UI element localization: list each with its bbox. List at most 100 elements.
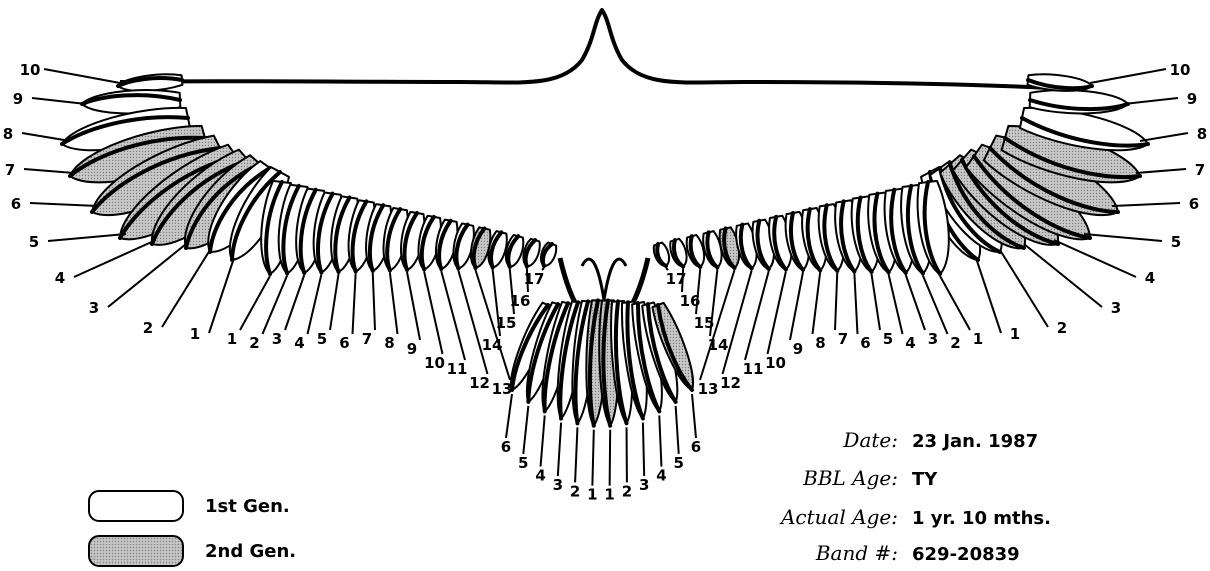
label-rectrix-left-3: 3 xyxy=(553,476,563,494)
label-secondary-left-14: 14 xyxy=(482,336,503,354)
leader-primary-right-1 xyxy=(976,258,1001,333)
leader-primary-left-4 xyxy=(74,240,156,277)
info-bbl-age: BBL Age: TY xyxy=(700,466,1200,494)
leader-primary-right-9 xyxy=(1124,98,1178,104)
label-secondary-left-1: 1 xyxy=(227,330,237,348)
leader-primary-right-8 xyxy=(1140,133,1188,141)
leader-secondary-right-5 xyxy=(872,274,881,330)
leader-secondary-left-4 xyxy=(308,275,322,335)
label-secondary-right-2: 2 xyxy=(950,334,960,352)
leader-secondary-right-9 xyxy=(790,272,803,340)
leader-secondary-left-9 xyxy=(407,272,420,340)
label-primary-right-5: 5 xyxy=(1171,233,1181,251)
leader-primary-left-8 xyxy=(22,133,70,141)
leader-secondary-left-5 xyxy=(330,274,339,330)
info-actual-age: Actual Age: 1 yr. 10 mths. xyxy=(700,505,1200,533)
actual-age-label: Actual Age: xyxy=(781,505,898,529)
leader-rectrix-left-4 xyxy=(541,415,545,466)
label-rectrix-left-5: 5 xyxy=(518,454,528,472)
label-rectrix-left-2: 2 xyxy=(570,482,580,500)
label-secondary-right-10: 10 xyxy=(765,354,786,372)
legend-swatch-1st-gen xyxy=(88,490,184,522)
leader-primary-left-5 xyxy=(48,234,126,241)
leader-rectrix-left-6 xyxy=(506,394,512,438)
leader-rectrix-left-2 xyxy=(575,427,577,482)
leader-secondary-left-7 xyxy=(373,273,375,330)
label-secondary-left-17: 17 xyxy=(524,270,545,288)
leader-primary-right-7 xyxy=(1136,169,1186,173)
leader-primary-left-7 xyxy=(24,169,74,173)
leader-secondary-left-12 xyxy=(458,271,487,375)
label-secondary-left-8: 8 xyxy=(384,334,394,352)
label-secondary-left-9: 9 xyxy=(407,340,417,358)
label-primary-right-10: 10 xyxy=(1170,61,1191,79)
label-primary-left-3: 3 xyxy=(89,299,99,317)
label-primary-left-9: 9 xyxy=(13,90,23,108)
label-primary-left-8: 8 xyxy=(3,125,13,143)
info-band-number: Band #: 629-20839 xyxy=(700,541,1200,569)
leader-primary-right-10 xyxy=(1090,69,1166,83)
leader-rectrix-right-1 xyxy=(610,430,611,486)
label-rectrix-left-4: 4 xyxy=(535,467,545,485)
label-rectrix-right-1: 1 xyxy=(604,486,614,504)
label-secondary-right-4: 4 xyxy=(905,334,915,352)
label-primary-right-2: 2 xyxy=(1057,319,1067,337)
legend-label-1st-gen: 1st Gen. xyxy=(205,496,290,517)
label-primary-left-6: 6 xyxy=(11,195,21,213)
leader-secondary-left-3 xyxy=(285,275,304,330)
leader-secondary-right-12 xyxy=(723,271,752,375)
label-secondary-right-13: 13 xyxy=(698,380,719,398)
leader-secondary-right-4 xyxy=(889,275,903,335)
label-secondary-left-13: 13 xyxy=(492,380,513,398)
label-secondary-left-6: 6 xyxy=(339,334,349,352)
label-secondary-left-4: 4 xyxy=(294,334,304,352)
label-primary-right-6: 6 xyxy=(1189,195,1199,213)
label-primary-right-4: 4 xyxy=(1145,269,1155,287)
label-secondary-left-7: 7 xyxy=(362,330,372,348)
label-secondary-left-12: 12 xyxy=(469,374,490,392)
label-secondary-left-16: 16 xyxy=(510,292,531,310)
label-primary-right-8: 8 xyxy=(1197,125,1207,143)
label-secondary-right-1: 1 xyxy=(973,330,983,348)
label-primary-left-1: 1 xyxy=(190,325,200,343)
left-wing xyxy=(62,74,556,274)
tail xyxy=(511,300,693,425)
leader-rectrix-right-4 xyxy=(659,415,661,466)
leader-rectrix-left-5 xyxy=(523,406,528,454)
leader-rectrix-right-5 xyxy=(676,406,679,454)
leader-secondary-right-7 xyxy=(835,273,837,330)
date-value: 23 Jan. 1987 xyxy=(912,431,1038,452)
leader-secondary-right-1 xyxy=(940,276,970,330)
label-rectrix-right-3: 3 xyxy=(639,476,649,494)
label-primary-right-3: 3 xyxy=(1111,299,1121,317)
label-rectrix-right-5: 5 xyxy=(674,454,684,472)
label-secondary-left-3: 3 xyxy=(272,330,282,348)
leader-rectrix-left-3 xyxy=(558,423,561,477)
leader-primary-left-1 xyxy=(209,258,234,333)
label-rectrix-left-1: 1 xyxy=(587,486,597,504)
label-secondary-left-10: 10 xyxy=(424,354,445,372)
label-rectrix-right-2: 2 xyxy=(622,482,632,500)
leader-secondary-left-8 xyxy=(390,273,398,335)
label-rectrix-right-4: 4 xyxy=(656,467,666,485)
bbl-age-label: BBL Age: xyxy=(803,466,898,490)
legend-label-2nd-gen: 2nd Gen. xyxy=(205,541,296,562)
leader-secondary-right-6 xyxy=(854,274,857,335)
label-primary-right-1: 1 xyxy=(1010,325,1020,343)
label-primary-left-7: 7 xyxy=(5,161,15,179)
leader-primary-right-4 xyxy=(1054,240,1136,277)
label-primary-left-5: 5 xyxy=(29,233,39,251)
label-secondary-right-8: 8 xyxy=(815,334,825,352)
label-primary-left-4: 4 xyxy=(55,269,65,287)
label-primary-left-2: 2 xyxy=(143,319,153,337)
label-secondary-right-7: 7 xyxy=(838,330,848,348)
label-secondary-right-5: 5 xyxy=(883,330,893,348)
info-date: Date: 23 Jan. 1987 xyxy=(700,428,1200,456)
label-secondary-right-3: 3 xyxy=(928,330,938,348)
leader-primary-left-10 xyxy=(44,69,120,83)
label-secondary-left-15: 15 xyxy=(496,314,517,332)
leader-primary-right-5 xyxy=(1084,234,1162,241)
band-number-label: Band #: xyxy=(816,541,898,565)
leader-primary-right-2 xyxy=(1000,250,1048,327)
